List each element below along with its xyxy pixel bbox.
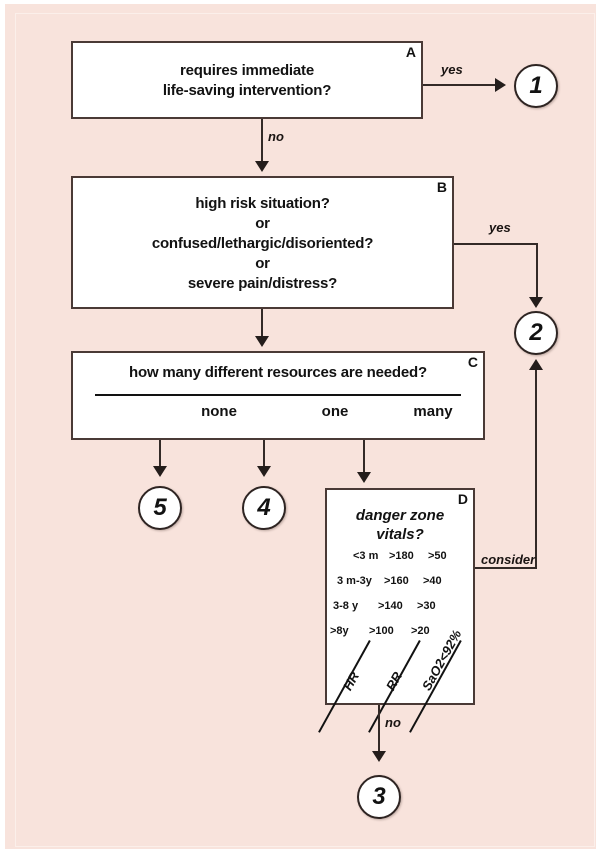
edge-d-no-label: no (385, 715, 401, 730)
edge-a-yes-label: yes (441, 62, 463, 77)
box-d-title-line-1: danger zone (355, 507, 445, 524)
outcome-circle-1-label: 1 (529, 72, 543, 99)
decision-box-a[interactable]: A requires immediate life-saving interve… (71, 41, 423, 119)
box-d-letter: D (457, 491, 468, 507)
box-c-option-many[interactable]: many (413, 403, 453, 420)
decision-box-b[interactable]: B high risk situation? or confused/letha… (71, 176, 454, 309)
edge-consider-label: consider (481, 552, 536, 567)
edge-none-arrowhead (153, 466, 167, 477)
edge-b-yes-hline (454, 243, 538, 245)
edge-one-arrowhead (257, 466, 271, 477)
edge-a-yes-arrowhead (495, 78, 506, 92)
edge-consider-vline (535, 370, 537, 569)
edge-b-yes-vline (536, 243, 538, 299)
figure-canvas: A requires immediate life-saving interve… (5, 4, 596, 849)
decision-box-c[interactable]: C how many different resources are neede… (71, 351, 485, 440)
box-b-line-5: severe pain/distress? (187, 275, 338, 292)
vitals-row-1-age: <3 m (353, 550, 379, 562)
vitals-row-4-age: >8y (330, 625, 349, 637)
edge-consider-arrowhead (529, 359, 543, 370)
edge-none-line (159, 440, 161, 468)
outcome-circle-2-label: 2 (529, 319, 543, 346)
edge-b-to-c-line (261, 309, 263, 339)
edge-b-yes-label: yes (489, 220, 511, 235)
box-c-divider (95, 394, 461, 396)
box-a-line-2: life-saving intervention? (162, 82, 332, 99)
vitals-row-3-rr: >30 (417, 600, 436, 612)
decision-box-d[interactable]: D danger zone vitals? <3 m >180 >50 3 m-… (318, 488, 477, 733)
edge-b-yes-arrowhead (529, 297, 543, 308)
vitals-row-2-age: 3 m-3y (337, 575, 372, 587)
outcome-circle-1[interactable]: 1 (514, 64, 558, 108)
vitals-table: <3 m >180 >50 3 m-3y >160 >40 3-8 y >140… (318, 550, 477, 733)
box-b-line-4: or (255, 255, 270, 272)
edge-many-arrowhead (357, 472, 371, 483)
outcome-circle-5-label: 5 (153, 494, 167, 521)
edge-one-line (263, 440, 265, 468)
box-c-option-none[interactable]: none (201, 403, 237, 420)
edge-a-no-arrowhead (255, 161, 269, 172)
box-b-line-2: or (255, 215, 270, 232)
edge-b-to-c-arrowhead (255, 336, 269, 347)
outcome-circle-4[interactable]: 4 (242, 486, 286, 530)
outcome-circle-5[interactable]: 5 (138, 486, 182, 530)
vitals-column-sao2: SaO2<92% (418, 627, 465, 693)
edge-d-no-arrowhead (372, 751, 386, 762)
vitals-row-3-hr: >140 (378, 600, 403, 612)
outcome-circle-4-label: 4 (257, 494, 271, 521)
vitals-row-3-age: 3-8 y (333, 600, 359, 612)
box-c-option-one[interactable]: one (321, 403, 349, 420)
vitals-row-1-hr: >180 (389, 550, 414, 562)
vitals-row-1-rr: >50 (428, 550, 447, 562)
outcome-circle-2[interactable]: 2 (514, 311, 558, 355)
edge-consider-hline (475, 567, 536, 569)
box-c-letter: C (467, 354, 478, 370)
outcome-circle-3[interactable]: 3 (357, 775, 401, 819)
box-c-question: how many different resources are needed? (129, 364, 427, 381)
box-b-line-3: confused/lethargic/disoriented? (151, 235, 374, 252)
edge-a-no-line (261, 119, 263, 163)
box-a-text: requires immediate life-saving intervent… (73, 61, 421, 101)
vitals-row-4-rr: >20 (411, 625, 430, 637)
edge-many-line (363, 440, 365, 474)
vitals-row-2-rr: >40 (423, 575, 442, 587)
box-d-title: danger zone vitals? (331, 506, 469, 544)
box-b-letter: B (436, 179, 447, 195)
edge-d-no-line (378, 705, 380, 753)
vitals-row-2-hr: >160 (384, 575, 409, 587)
box-b-line-1: high risk situation? (195, 195, 330, 212)
vitals-row-4-hr: >100 (369, 625, 394, 637)
box-d-title-line-2: vitals? (376, 526, 424, 543)
edge-a-yes-line (423, 84, 497, 86)
outcome-circle-3-label: 3 (372, 783, 386, 810)
box-a-line-1: requires immediate (180, 62, 314, 79)
box-a-letter: A (405, 44, 416, 60)
box-b-text: high risk situation? or confused/letharg… (73, 194, 452, 294)
edge-a-no-label: no (268, 129, 284, 144)
